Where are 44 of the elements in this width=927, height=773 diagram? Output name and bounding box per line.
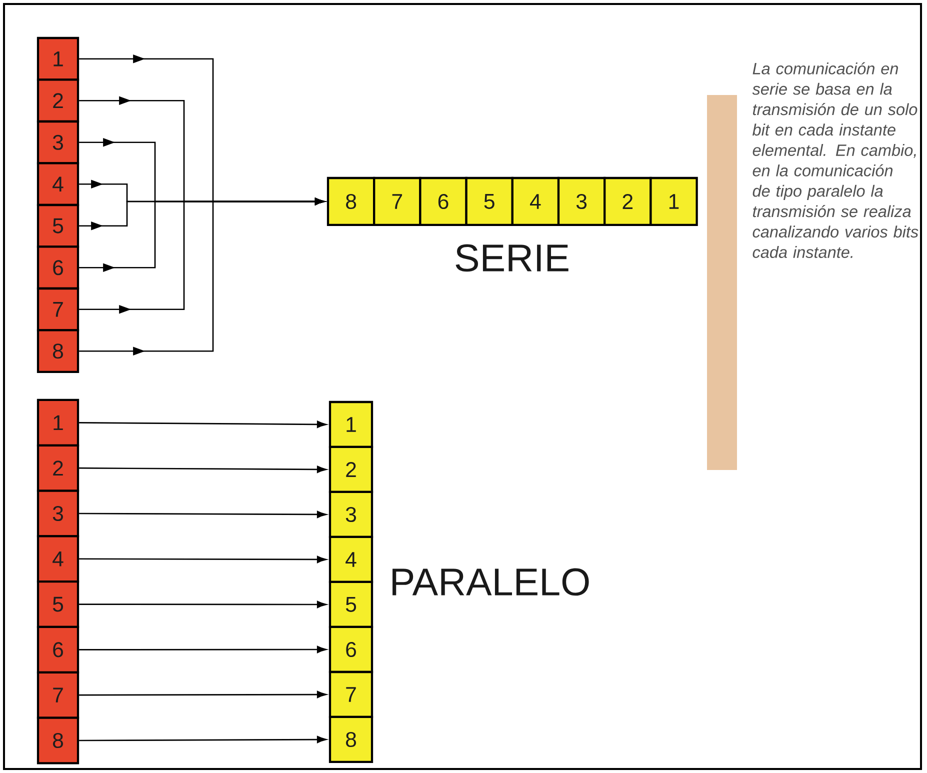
arrow [79,736,327,744]
bit-cell: 7 [373,176,422,226]
bit-cell: 7 [36,671,80,719]
arrow [79,198,325,356]
bit-cell: 4 [36,535,80,583]
bit-cell: 8 [36,716,80,764]
arrow [79,466,327,473]
section-heading: PARALELO [392,568,589,596]
description-text: La comunicación en serie se basa en la transmisión de un solo bit en cada instante elemental. En cambio, en la comunicación de tipo paralelo la transmisión se realiza canalizando varios bits cada instante. [752,62,918,258]
arrow [79,556,327,564]
bit-cell: 8 [326,176,376,226]
bit-cell: 3 [557,176,606,226]
bit-cell: 7 [36,287,80,332]
bit-cell: 2 [328,446,374,494]
bit-cell: 7 [328,670,374,718]
bit-cell: 4 [36,162,80,206]
bit-cell: 6 [328,626,374,674]
bit-cell: 2 [604,176,652,226]
bit-cell: 2 [36,78,80,123]
bit-cell: 8 [328,716,374,764]
bit-cell: 4 [328,536,374,584]
bit-cell: 3 [36,120,80,164]
bit-cell: 8 [36,329,80,374]
bit-cell: 5 [328,580,374,628]
bit-cell: 1 [36,398,80,446]
arrow [79,646,327,654]
bit-cell: 4 [511,176,560,226]
bit-cell: 2 [36,444,80,492]
bit-cell: 5 [36,580,80,628]
bit-cell: 6 [36,246,80,290]
bit-cell: 6 [419,176,468,226]
bit-cell: 5 [465,176,514,226]
arrow [79,600,327,608]
bit-cell: 1 [650,176,698,226]
bit-cell: 3 [36,490,80,538]
arrow [79,420,327,428]
bit-cell: 6 [36,626,80,674]
arrow [79,690,327,698]
bit-cell: 1 [36,36,80,81]
section-heading: SERIE [456,244,568,272]
arrow [79,510,327,518]
bit-cell: 1 [328,400,374,448]
bit-cell: 5 [36,204,80,248]
bit-cell: 3 [328,490,374,538]
